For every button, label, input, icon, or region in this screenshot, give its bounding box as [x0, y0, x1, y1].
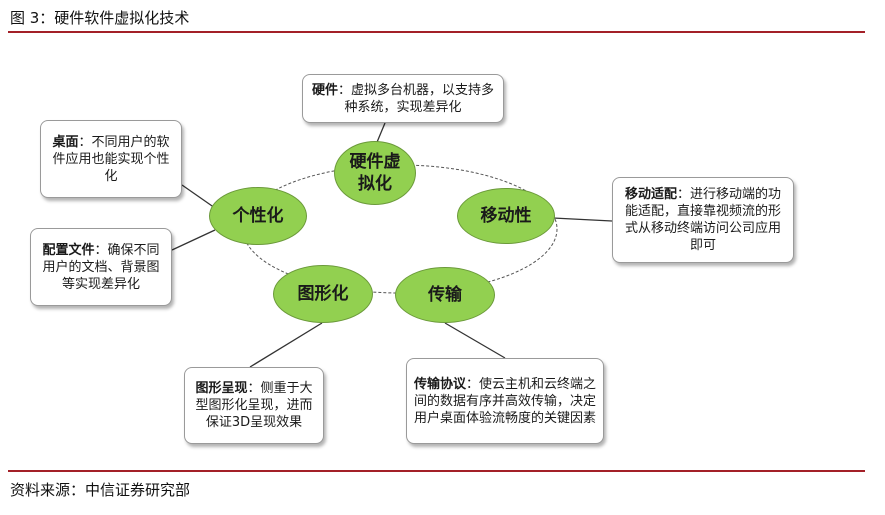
node-transport: 传输 [395, 267, 495, 323]
connector-transport [444, 322, 506, 359]
box-transport-protocol: 传输协议：使云主机和云终端之间的数据有序并高效传输，决定用户桌面体验流畅度的关键… [406, 358, 604, 444]
box-desktop-term: 桌面 [52, 134, 79, 150]
top-rule [8, 31, 865, 33]
box-mobile-adaptation: 移动适配：进行移动端的功能适配，直接靠视频流的形式从移动终端访问公司应用即可 [612, 177, 794, 263]
box-hardware: 硬件：虚拟多台机器，以支持多种系统，实现差异化 [302, 74, 504, 123]
node-personalization: 个性化 [209, 187, 307, 245]
connector-mobile [552, 217, 613, 222]
box-transport-term: 传输协议 [413, 376, 466, 392]
box-desktop: 桌面：不同用户的软件应用也能实现个性化 [40, 120, 182, 198]
box-hardware-term: 硬件 [311, 82, 338, 98]
figure-title: 图 3：硬件软件虚拟化技术 [10, 9, 190, 27]
box-mobile-desc: ：进行移动端的功能适配，直接靠视频流的形式从移动终端访问公司应用即可 [624, 187, 782, 253]
bottom-rule [8, 470, 865, 472]
box-mobile-term: 移动适配 [624, 187, 677, 202]
node-mobility: 移动性 [457, 188, 555, 244]
box-graphics-rendering: 图形呈现：侧重于大型图形化呈现，进而保证3D呈现效果 [184, 367, 324, 444]
node-hardware-virtualization: 硬件虚拟化 [334, 141, 416, 205]
connector-graphics [249, 322, 323, 368]
box-graphics-term: 图形呈现 [195, 381, 248, 396]
box-hardware-desc: ：虚拟多台机器，以支持多种系统，实现差异化 [338, 82, 495, 115]
box-config-desc: ：确保不同用户的文档、背景图等实现差异化 [42, 242, 160, 292]
node-graphics: 图形化 [273, 265, 373, 323]
box-transport-desc: ：使云主机和云终端之间的数据有序并高效传输，决定用户桌面体验流畅度的关键因素 [413, 376, 597, 426]
box-config-file: 配置文件：确保不同用户的文档、背景图等实现差异化 [30, 228, 172, 306]
connector-desktop [181, 184, 216, 209]
connector-config [171, 229, 216, 251]
box-desktop-desc: ：不同用户的软件应用也能实现个性化 [52, 134, 170, 184]
box-config-term: 配置文件 [42, 242, 95, 258]
source-note: 资料来源：中信证券研究部 [10, 481, 191, 499]
box-graphics-desc: ：侧重于大型图形化呈现，进而保证3D呈现效果 [195, 381, 313, 430]
